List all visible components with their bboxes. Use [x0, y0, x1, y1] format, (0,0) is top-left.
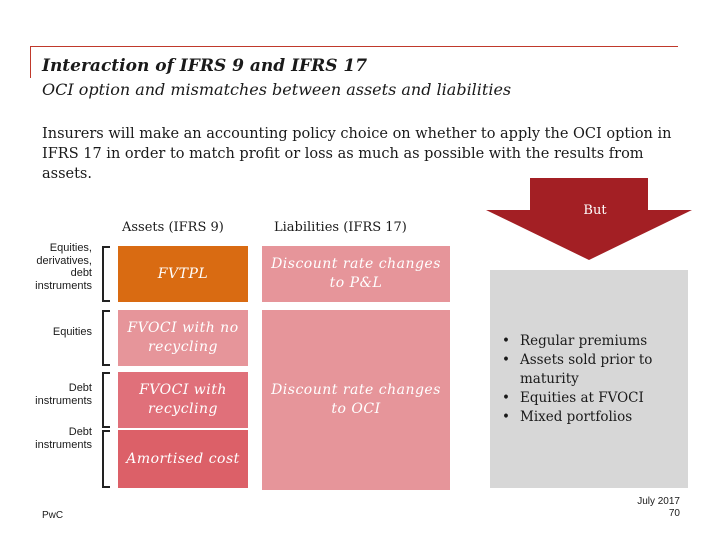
row-bracket-2 — [102, 310, 110, 366]
page-subtitle: OCI option and mismatches between assets… — [42, 80, 512, 99]
arrow-label: But — [583, 203, 607, 218]
list-item: Regular premiums — [500, 332, 686, 351]
down-arrow-icon — [486, 178, 692, 260]
footer-date: July 2017 — [637, 496, 680, 507]
liability-box-pl: Discount rate changes to P&L — [262, 246, 450, 302]
row-label-4: Debt instruments — [35, 426, 92, 451]
header-rule — [30, 46, 678, 47]
page-number: 70 — [668, 508, 680, 519]
row-bracket-4 — [102, 430, 110, 488]
asset-box-fvtpl: FVTPL — [118, 246, 248, 302]
list-item: Equities at FVOCI — [500, 389, 686, 408]
row-label-1: Equities, derivatives, debt instruments — [35, 242, 92, 292]
mismatch-list: Regular premiums Assets sold prior to ma… — [500, 332, 686, 427]
liability-box-oci: Discount rate changes to OCI — [262, 310, 450, 490]
intro-paragraph: Insurers will make an accounting policy … — [42, 126, 672, 182]
row-bracket-3 — [102, 372, 110, 428]
list-item: Assets sold prior to maturity — [500, 351, 686, 389]
asset-box-fvoci-no-recycling: FVOCI with no recycling — [118, 310, 248, 366]
row-bracket-1 — [102, 246, 110, 302]
asset-box-fvoci-recycling: FVOCI with recycling — [118, 372, 248, 428]
brand-logo-text: PwC — [42, 510, 64, 521]
page-title: Interaction of IFRS 9 and IFRS 17 — [42, 56, 368, 76]
footer-meta: July 2017 70 — [637, 496, 680, 520]
list-item: Mixed portfolios — [500, 408, 686, 427]
asset-box-amortised-cost: Amortised cost — [118, 430, 248, 488]
column-header-liabilities: Liabilities (IFRS 17) — [274, 220, 407, 235]
row-label-3: Debt instruments — [35, 382, 92, 407]
row-label-2: Equities — [52, 326, 92, 338]
column-header-assets: Assets (IFRS 9) — [122, 220, 224, 235]
header-rule-vertical — [30, 46, 31, 78]
